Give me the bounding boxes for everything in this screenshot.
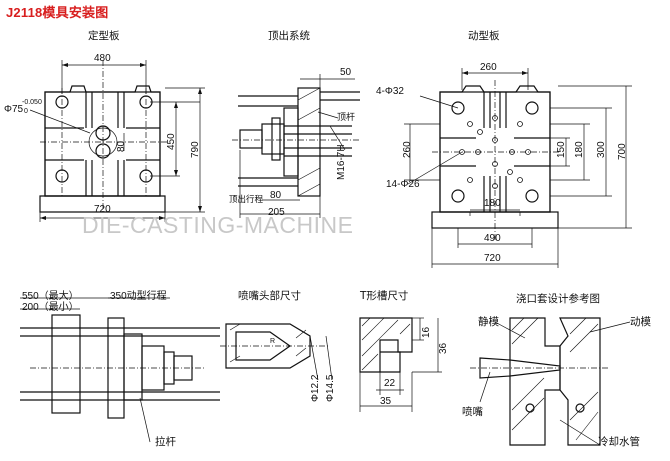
page-title: J2118模具安装图	[6, 5, 109, 20]
dim-180-v: 180	[574, 141, 585, 158]
ejection-system-drawing	[232, 74, 360, 218]
dim-450: 450	[166, 133, 177, 150]
dim-180-h: 180	[484, 198, 501, 209]
dim-phi122: Φ12.2	[310, 374, 321, 402]
dim-m16: M16-7H	[336, 144, 347, 180]
dim-14phi26: 14-Φ26	[386, 179, 420, 190]
dim-16: 16	[421, 326, 432, 338]
t-slot-label: T形槽尺寸	[360, 290, 409, 302]
moving-die-label: 动模	[630, 316, 651, 328]
side-view-drawing	[20, 297, 220, 443]
dim-490: 490	[484, 233, 501, 244]
dim-stroke-80: 80	[270, 190, 282, 201]
dim-36: 36	[438, 342, 449, 354]
dim-260-top: 260	[480, 62, 497, 73]
ejector-rod-label: 顶杆	[337, 113, 356, 123]
dim-480: 480	[94, 53, 111, 64]
dim-700: 700	[617, 143, 628, 160]
fixed-die-label: 静模	[478, 316, 499, 328]
watermark: DIE-CASTING-MACHINE	[82, 212, 354, 238]
dim-phi75-tol-upper: -0.050	[22, 99, 42, 106]
dim-r: R	[270, 338, 276, 345]
dim-150: 150	[556, 141, 567, 158]
cooling-pipe-label: 冷却水管	[598, 436, 640, 448]
dim-50: 50	[340, 67, 352, 78]
dim-790: 790	[190, 141, 201, 158]
dim-720-fixed: 720	[94, 204, 111, 215]
fixed-platen-label: 定型板	[88, 30, 120, 42]
ejection-system-label: 顶出系统	[268, 30, 310, 42]
dim-4phi32: 4-Φ32	[376, 86, 404, 97]
dim-35: 35	[380, 396, 392, 407]
dim-80: 80	[116, 140, 127, 152]
dim-260-left: 260	[402, 141, 413, 158]
ejector-stroke-label: 顶出行程	[229, 195, 264, 205]
dim-200: 200（最小）	[22, 302, 79, 313]
t-slot-drawing	[359, 317, 442, 412]
tie-bar-label: 拉杆	[155, 436, 176, 448]
moving-platen-label: 动型板	[468, 30, 500, 42]
nozzle-head-drawing	[220, 323, 333, 381]
moving-platen-drawing	[404, 68, 632, 268]
dim-phi75: Φ75	[4, 104, 24, 115]
nozzle-label: 喷嘴	[462, 406, 483, 418]
dim-phi75-tol-lower: 0	[24, 108, 28, 115]
dim-300: 300	[596, 141, 607, 158]
nozzle-head-label: 喷嘴头部尺寸	[238, 290, 301, 302]
sprue-sleeve-drawing	[470, 317, 631, 446]
dim-22: 22	[384, 378, 396, 389]
dim-phi145: Φ14.5	[325, 374, 336, 402]
sprue-sleeve-label: 浇口套设计参考图	[516, 293, 600, 305]
dim-720-moving: 720	[484, 253, 501, 264]
dim-350: 350动型行程	[110, 291, 167, 302]
dim-205: 205	[268, 207, 285, 218]
dim-550: 550（最大）	[22, 291, 79, 302]
fixed-platen-drawing	[29, 60, 205, 222]
